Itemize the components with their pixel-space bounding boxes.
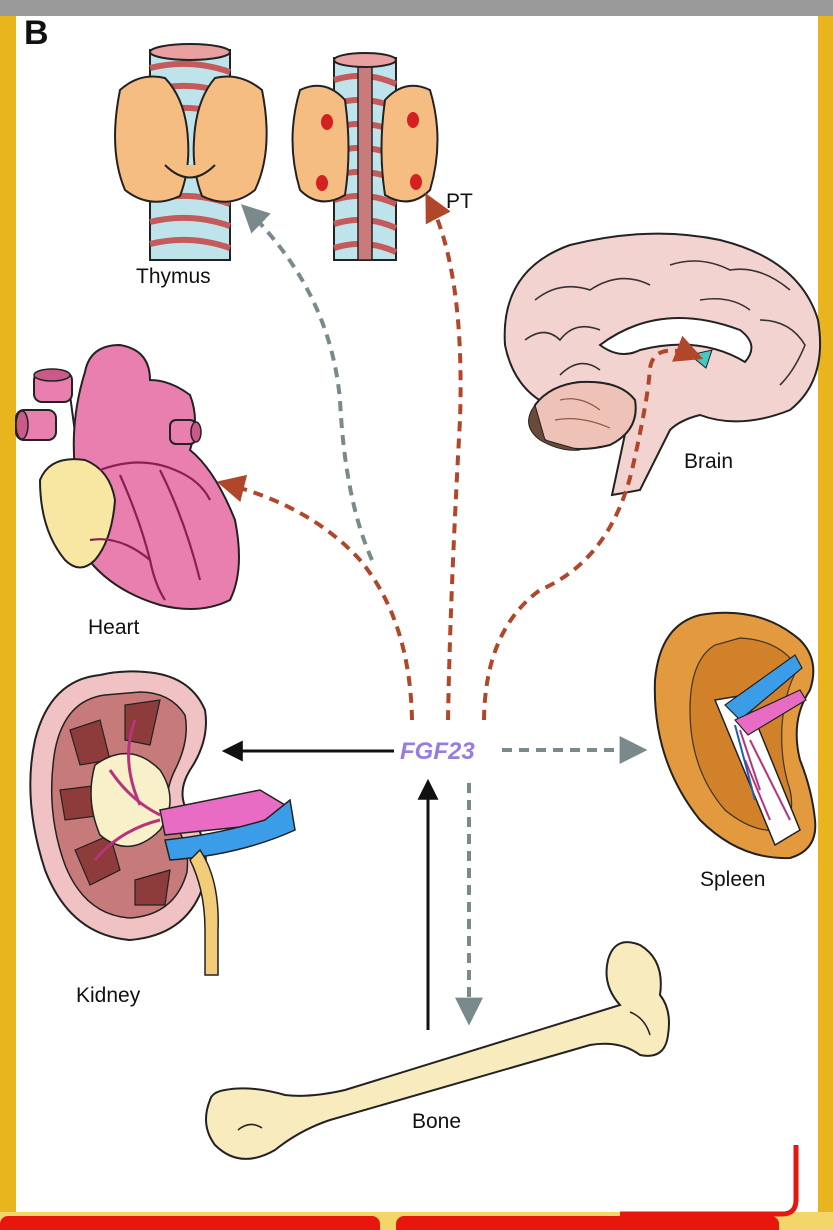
panel-label: B	[24, 14, 49, 53]
heart-label: Heart	[88, 616, 139, 640]
thymus-label: Thymus	[136, 265, 211, 289]
arrow-to-pt	[428, 198, 461, 720]
brain-illustration	[505, 234, 820, 495]
heart-illustration	[16, 345, 239, 609]
pt-label: PT	[446, 190, 473, 214]
kidney-label: Kidney	[76, 984, 140, 1008]
thymus-illustration	[115, 44, 267, 260]
red-edge-bar	[620, 1145, 796, 1214]
kidney-illustration	[30, 671, 295, 975]
parathyroid-illustration	[293, 53, 438, 260]
bone-label: Bone	[412, 1110, 461, 1134]
spleen-illustration	[655, 613, 815, 858]
brain-label: Brain	[684, 450, 733, 474]
spleen-label: Spleen	[700, 868, 765, 892]
arrow-to-heart	[222, 483, 412, 720]
fgf23-label: FGF23	[400, 738, 475, 766]
